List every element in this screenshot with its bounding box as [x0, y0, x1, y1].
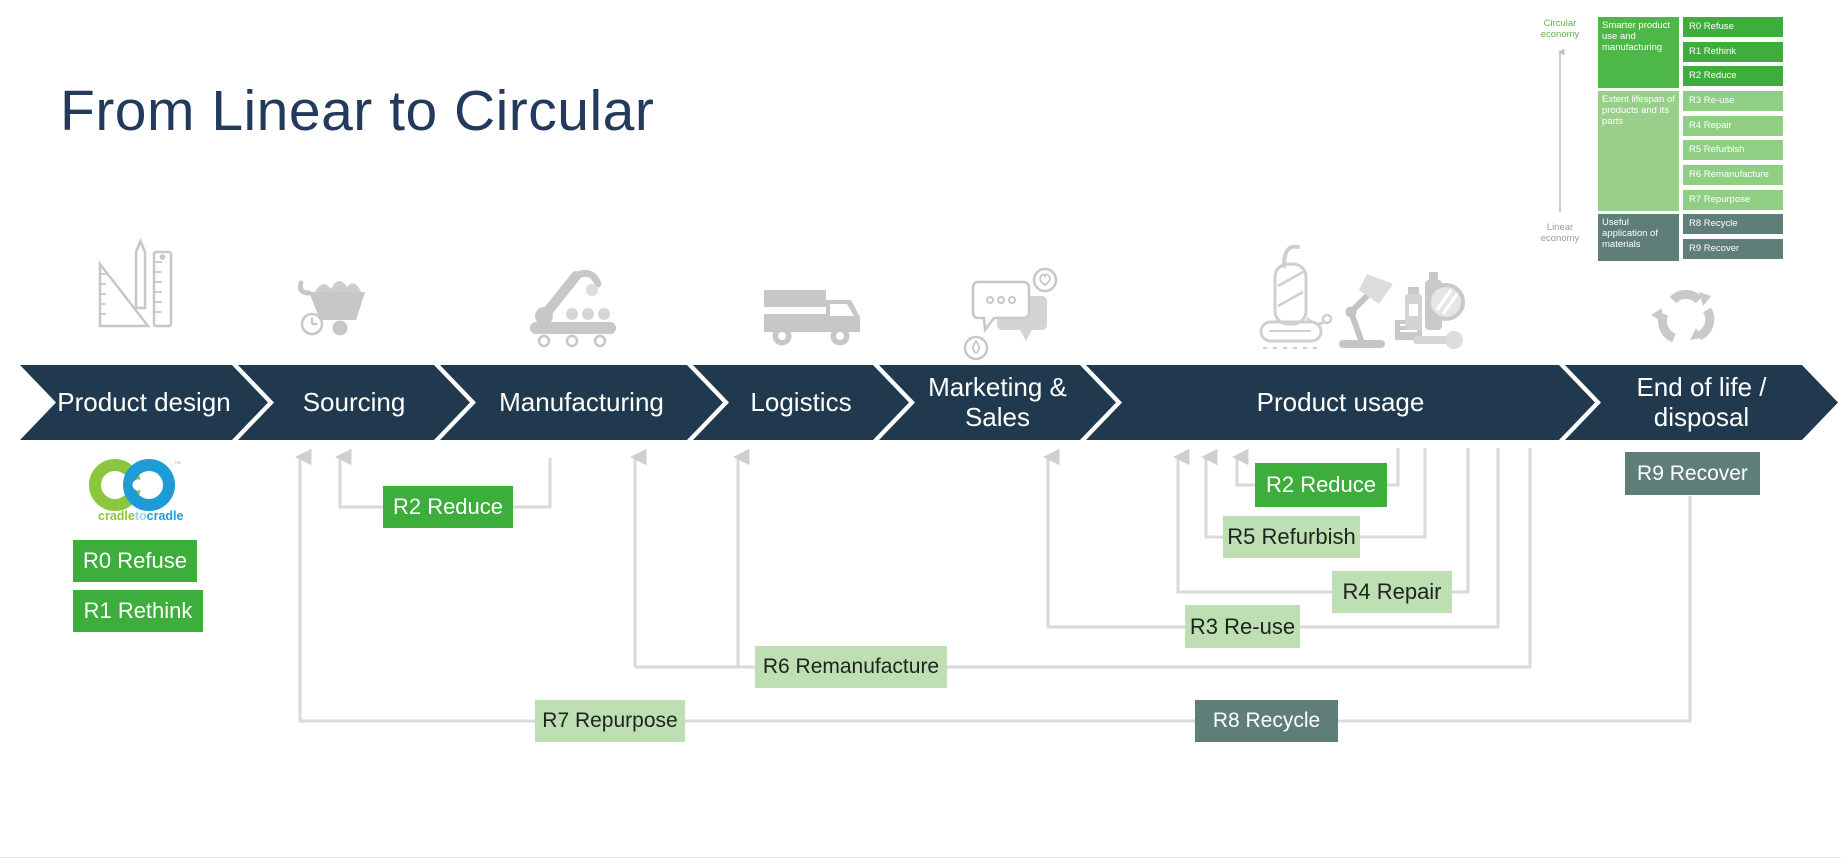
robot-arm-conveyor-icon [512, 252, 630, 350]
stage-label: Marketing & Sales [928, 371, 1067, 432]
connector-endoflife-to-r6 [635, 448, 1532, 669]
legend-row-r2: R2 Reduce [1683, 66, 1783, 86]
connector-r4-to-usage [1173, 448, 1332, 594]
legend-row-r1: R1 Rethink [1683, 42, 1783, 62]
legend-group-smarter-use: Smarter product use and manufacturing [1598, 17, 1679, 88]
connector-usage-to-r2u [1387, 448, 1400, 487]
logo-text-cradle1: cradle [98, 509, 135, 523]
legend-row-r3: R3 Re-use [1683, 91, 1783, 111]
material-cart-icon [293, 262, 379, 340]
stage-label: Logistics [750, 386, 852, 417]
r6-remanufacture-box: R6 Remanufacture [755, 646, 947, 688]
legend-group-extend-lifespan: Extent lifespan of products and its part… [1598, 91, 1679, 211]
recycle-arrows-icon [1650, 282, 1722, 352]
connector-usage-to-r3 [1300, 448, 1500, 629]
r9-recover-box: R9 Recover [1625, 452, 1760, 495]
legend-row-r8: R8 Recycle [1683, 214, 1783, 234]
stage-label: Sourcing [302, 386, 406, 417]
connector-usage-to-r4 [1452, 448, 1470, 594]
connector-r9-r8-r7-to-sourcing [295, 448, 1692, 723]
connector-r5-to-usage [1201, 448, 1223, 539]
stage-label: Product design [57, 386, 231, 417]
stage-label: Manufacturing [499, 386, 664, 417]
legend-row-r9: R9 Recover [1683, 239, 1783, 259]
stage-logistics: Logistics [693, 365, 909, 440]
cradle-to-cradle-logo: ™ cradletocradle [84, 458, 190, 531]
connector-usage-to-r5 [1360, 448, 1427, 539]
stage-manufacturing: Manufacturing [440, 365, 723, 440]
truck-icon [760, 284, 868, 352]
legend-row-r6: R6 Remanufacture [1683, 165, 1783, 185]
stage-sourcing: Sourcing [238, 365, 470, 440]
r4-repair-box: R4 Repair [1332, 571, 1452, 613]
r-ladder-legend: Circular economy Linear economy Smarter … [1528, 10, 1790, 266]
page-title: From Linear to Circular [60, 79, 655, 143]
r7-repurpose-box: R7 Repurpose [535, 700, 685, 742]
stage-marketing-sales: Marketing & Sales [879, 365, 1116, 440]
r8-recycle-box: R8 Recycle [1195, 700, 1338, 742]
r1-rethink-box: R1 Rethink [73, 590, 203, 632]
stage-product-design: Product design [20, 365, 268, 440]
legend-row-r7: R7 Repurpose [1683, 190, 1783, 210]
legend-row-r0: R0 Refuse [1683, 17, 1783, 37]
connector-r2-to-manufacturing [513, 458, 552, 509]
stage-label: End of life / disposal [1636, 371, 1767, 432]
r5-refurbish-box: R5 Refurbish [1223, 516, 1360, 558]
legend-group-useful-application: Useful application of materials [1598, 214, 1679, 261]
stage-label: Product usage [1256, 386, 1425, 417]
trademark-mark: ™ [174, 461, 181, 468]
legend-linear-economy-label: Linear economy [1540, 222, 1580, 245]
household-products-icon [1253, 238, 1465, 360]
legend-circular-economy-label: Circular economy [1540, 18, 1580, 41]
svg-text:cradletocradle: cradletocradle [98, 509, 184, 523]
connector-r2-to-sourcing [335, 448, 383, 509]
stage-product-usage: Product usage [1086, 365, 1595, 440]
r2-reduce-box-usage: R2 Reduce [1255, 463, 1387, 507]
r2-reduce-box-sourcing: R2 Reduce [383, 486, 513, 528]
logo-text-cradle2: cradle [147, 509, 184, 523]
r3-reuse-box: R3 Re-use [1185, 605, 1300, 648]
connector-r3-to-marketing [1043, 448, 1185, 629]
logo-text-to: to [135, 509, 147, 523]
slide-bottom-border [0, 857, 1841, 858]
legend-row-r5: R5 Refurbish [1683, 140, 1783, 160]
r0-refuse-box: R0 Refuse [73, 540, 197, 582]
chat-bubbles-icon [962, 266, 1058, 362]
legend-row-r4: R4 Repair [1683, 116, 1783, 136]
drafting-tools-icon [92, 238, 180, 334]
connector-r2u-to-usage [1232, 448, 1255, 487]
stage-end-of-life: End of life / disposal [1565, 365, 1838, 440]
